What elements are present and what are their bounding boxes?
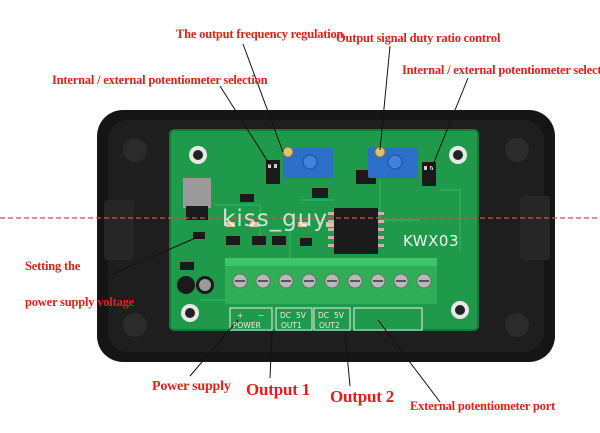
enclosure-tab-right [520,196,550,260]
annotation-duty-ratio: Output signal duty ratio control [336,31,501,45]
main-ic [334,208,378,254]
model-label: KWX03 [403,232,459,250]
smd-parts [193,188,328,246]
voltage-regulator-tab [183,178,211,208]
ic-pins [328,212,384,247]
enclosure-tab-left [104,200,134,260]
pin-power: POWER [233,321,261,330]
trimmer-frequency-knob [302,154,318,170]
trimmer-screw-left [282,146,294,158]
jumper-right [422,162,436,186]
pin-5v-1: 5V [296,311,306,320]
jumper-left [266,160,280,184]
capacitor-1 [177,276,195,294]
pin-dc-2: DC [318,311,330,320]
pin-out1: OUT1 [281,321,302,330]
post-tr [505,138,529,162]
watermark-text: kiss_guy [222,206,328,232]
annotation-supply-voltage-line2: power supply voltage [25,295,134,309]
mounting-holes [181,146,469,322]
pin-plus: + [237,311,244,320]
diode [180,262,194,270]
leader-lines [107,43,469,403]
annotation-supply-voltage-line1: Setting the [25,259,81,273]
post-tl [123,138,147,162]
annotation-frequency: The output frequency regulation [176,27,344,41]
annotation-power-supply: Power supply [152,379,231,394]
terminal-screws [232,273,432,289]
smd-resistors [226,222,335,227]
annotation-output2: Output 2 [330,387,395,406]
silkscreen-boxes [229,307,423,331]
post-bl [123,313,147,337]
pin-5v-2: 5V [334,311,344,320]
pin-minus: − [258,311,265,320]
pin-dc-1: DC [280,311,292,320]
annotation-ext-pot-port: External potentiometer port [410,399,556,413]
trimmer-duty-knob [387,154,403,170]
voltage-regulator-body [186,206,208,220]
annotation-pot-select-right: Internal / external potentiometer select… [402,63,600,77]
post-br [505,313,529,337]
annotation-output1: Output 1 [246,380,311,399]
pin-out2: OUT2 [319,321,340,330]
annotation-pot-select-left: Internal / external potentiometer select… [52,73,268,87]
